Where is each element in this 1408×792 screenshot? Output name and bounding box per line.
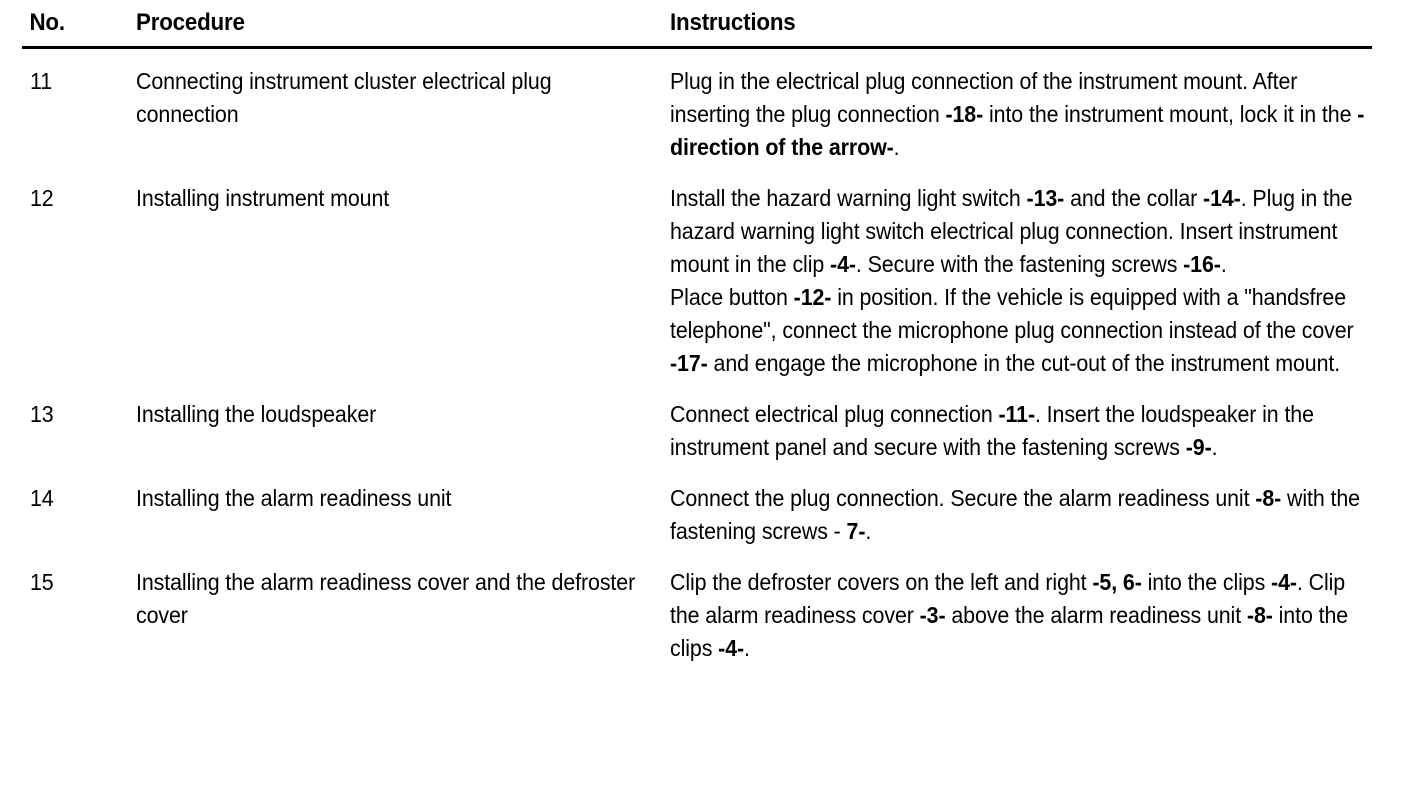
instructions-text: Connect the plug connection. Secure the … bbox=[670, 482, 1372, 548]
procedure-cell: Connecting instrument cluster electrical… bbox=[136, 48, 670, 183]
procedure-text: Installing the loudspeaker bbox=[136, 401, 377, 427]
instructions-paragraph: Connect electrical plug connection -11-.… bbox=[670, 401, 1314, 460]
column-header-instructions: Instructions bbox=[670, 8, 1323, 49]
procedure-cell: Installing the alarm readiness cover and… bbox=[136, 566, 670, 683]
instructions-cell: Plug in the electrical plug connection o… bbox=[670, 48, 1372, 183]
instructions-text: Plug in the electrical plug connection o… bbox=[670, 65, 1372, 164]
procedure-text: Installing the alarm readiness unit bbox=[136, 485, 452, 511]
table-header: No. Procedure Instructions bbox=[22, 8, 1372, 49]
row-number: 14 bbox=[30, 485, 54, 511]
instructions-cell: Connect electrical plug connection -11-.… bbox=[670, 398, 1372, 482]
procedure-cell: Installing the loudspeaker bbox=[136, 398, 670, 482]
row-number: 15 bbox=[30, 569, 54, 595]
column-header-no: No. bbox=[22, 8, 129, 49]
instructions-text: Clip the defroster covers on the left an… bbox=[670, 566, 1372, 665]
table-row: 13 Installing the loudspeaker Connect elec… bbox=[22, 398, 1372, 482]
procedure-text: Installing the alarm readiness cover and… bbox=[136, 569, 636, 628]
procedure-table: No. Procedure Instructions 11 Connecting … bbox=[22, 8, 1372, 683]
instructions-paragraph: Install the hazard warning light switch … bbox=[670, 185, 1353, 277]
instructions-text: Connect electrical plug connection -11-.… bbox=[670, 398, 1372, 464]
row-number-cell: 14 bbox=[22, 482, 136, 566]
table-row: 14 Installing the alarm readiness unit Con… bbox=[22, 482, 1372, 566]
row-number-cell: 13 bbox=[22, 398, 136, 482]
procedure-text: Installing instrument mount bbox=[136, 185, 390, 211]
instructions-cell: Clip the defroster covers on the left an… bbox=[670, 566, 1372, 683]
procedure-cell: Installing the alarm readiness unit bbox=[136, 482, 670, 566]
table-row: 15 Installing the alarm readiness cover a… bbox=[22, 566, 1372, 683]
row-number-cell: 12 bbox=[22, 182, 136, 398]
instructions-text: Install the hazard warning light switch … bbox=[670, 182, 1372, 380]
instructions-cell: Connect the plug connection. Secure the … bbox=[670, 482, 1372, 566]
instructions-cell: Install the hazard warning light switch … bbox=[670, 182, 1372, 398]
instructions-paragraph: Place button -12- in position. If the ve… bbox=[670, 284, 1354, 376]
row-number: 13 bbox=[30, 401, 54, 427]
row-number: 12 bbox=[30, 185, 54, 211]
row-number: 11 bbox=[30, 68, 53, 94]
row-number-cell: 15 bbox=[22, 566, 136, 683]
instructions-paragraph: Clip the defroster covers on the left an… bbox=[670, 569, 1349, 661]
instructions-paragraph: Plug in the electrical plug connection o… bbox=[670, 68, 1365, 160]
procedure-cell: Installing instrument mount bbox=[136, 182, 670, 398]
table-body: 11 Connecting instrument cluster electric… bbox=[22, 48, 1372, 684]
instructions-paragraph: Connect the plug connection. Secure the … bbox=[670, 485, 1360, 544]
table-header-row: No. Procedure Instructions bbox=[22, 8, 1372, 49]
row-number-cell: 11 bbox=[22, 48, 136, 183]
column-header-procedure: Procedure bbox=[136, 8, 633, 49]
procedure-text: Connecting instrument cluster electrical… bbox=[136, 68, 552, 127]
table-row: 12 Installing instrument mount Install the… bbox=[22, 182, 1372, 398]
table-row: 11 Connecting instrument cluster electric… bbox=[22, 48, 1372, 183]
